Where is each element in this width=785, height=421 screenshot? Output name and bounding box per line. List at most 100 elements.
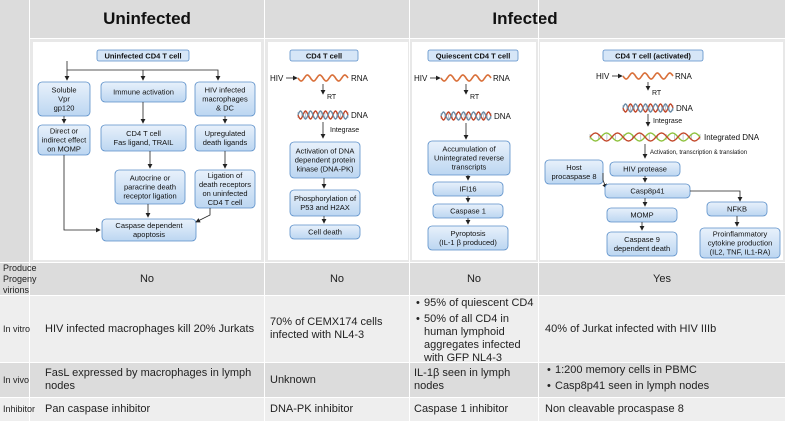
panel1-title: Uninfected CD4 T cell	[96, 49, 190, 62]
panel2-title: CD4 T cell	[289, 49, 359, 62]
direct-effect-box-text: Direct or	[50, 127, 79, 136]
divider	[264, 0, 265, 421]
unintegrated-box-text: Accumulation of	[442, 145, 496, 154]
casp8p41-box: Casp8p41	[604, 183, 691, 199]
dna-pk-box-text: Activation of DNA	[296, 147, 355, 156]
dna-label: DNA	[676, 104, 694, 113]
header-uninfected-text: Uninfected	[103, 9, 191, 28]
autocrine-box-text: receptor ligation	[123, 192, 176, 201]
bullet: Casp8p41 seen in lymph nodes	[547, 380, 781, 393]
hiv-macrophages-box-text: macrophages	[202, 95, 248, 104]
rna-label: RNA	[351, 74, 369, 83]
rna-strand	[440, 74, 492, 82]
cell-death-box: Cell death	[289, 224, 361, 240]
upregulated-box-text: Upregulated	[205, 129, 246, 138]
ligation-box-text: CD4 T cell	[208, 198, 243, 207]
pyroptosis-box: Pyroptosis(IL-1 β produced)	[427, 225, 509, 251]
momp-box-text: MOMP	[630, 211, 653, 220]
autocrine-box-text: paracrine death	[124, 183, 176, 192]
panel4-title-text: CD4 T cell (activated)	[615, 52, 691, 61]
bullet: 95% of quiescent CD4	[416, 297, 538, 310]
arrow	[690, 190, 743, 202]
invitro-cd4: 70% of CEMX174 cells infected with NL4-3	[270, 316, 383, 341]
integrated-dna-icon	[589, 132, 701, 142]
invitro-uninfected: HIV infected macrophages kill 20% Jurkat…	[45, 322, 255, 335]
rna-label: RNA	[493, 74, 511, 83]
ligation-box-text: on uninfected	[202, 189, 247, 198]
invitro-activated: 40% of Jurkat infected with HIV IIIb	[545, 322, 717, 335]
ligation-box-text: Ligation of	[208, 171, 244, 180]
soluble-vpr-box-text: Vpr	[58, 95, 70, 104]
bullet: 1:200 memory cells in PBMC	[547, 364, 781, 377]
rt-label: RT	[327, 94, 337, 101]
hiv-protease-box: HIV protease	[609, 161, 681, 177]
hiv-macrophages-box-text: HIV infected	[205, 86, 246, 95]
progeny-uninfected: No	[139, 272, 155, 285]
invivo-cd4: Unknown	[270, 373, 316, 386]
invitro-quiescent: 95% of quiescent CD4 50% of all CD4 in hu…	[414, 297, 538, 364]
invivo-activated: 1:200 memory cells in PBMC Casp8p41 seen …	[545, 364, 781, 397]
immune-activation-box-text: Immune activation	[113, 88, 174, 97]
arrow	[195, 208, 211, 223]
invivo-quiescent: IL-1β seen in lymph nodes	[414, 367, 511, 392]
arrow	[602, 173, 607, 189]
dna-pk-box-text: kinase (DNA-PK)	[296, 165, 354, 174]
header-infected: Infected	[265, 0, 785, 38]
autocrine-box-text: Autocrine or	[130, 174, 171, 183]
rna-label: RNA	[675, 72, 693, 81]
hiv-label: HIV	[414, 74, 428, 83]
direct-effect-box-text: on MOMP	[47, 145, 81, 154]
hiv-label: HIV	[270, 74, 284, 83]
divider	[538, 0, 539, 421]
pyroptosis-box-text: Pyroptosis	[450, 229, 485, 238]
integrase-label: Integrase	[653, 118, 682, 125]
fas-ligand-box-text: Fas ligand, TRAIL	[114, 138, 174, 147]
nfkb-box: NFKB	[706, 201, 768, 217]
proinflammatory-box-text: Proinflammatory	[713, 230, 768, 239]
panel3-title: Quiescent CD4 T cell	[427, 49, 519, 62]
upregulated-box-text: death ligands	[203, 138, 248, 147]
row-label-inhibitor: Inhibitor	[3, 404, 36, 414]
proinflammatory-box-text: cytokine production	[708, 239, 773, 248]
panel3-title-text: Quiescent CD4 T cell	[436, 52, 511, 61]
integrated-dna-label: Integrated DNA	[704, 133, 760, 142]
ifi16-box-text: IFI16	[459, 185, 476, 194]
pyroptosis-box-text: (IL-1 β produced)	[439, 238, 497, 247]
panel4-title: CD4 T cell (activated)	[602, 49, 704, 62]
unintegrated-box-text: Unintegrated reverse	[434, 154, 504, 163]
soluble-vpr-box-text: Soluble	[51, 86, 76, 95]
ligation-box-text: death receptors	[199, 180, 251, 189]
divider	[29, 0, 30, 421]
arrow	[63, 155, 101, 233]
hiv-label: HIV	[596, 72, 610, 81]
caspase-apoptosis-box-text: apoptosis	[133, 230, 165, 239]
host-procaspase-box-text: procaspase 8	[551, 172, 596, 181]
unintegrated-box-text: transcripts	[452, 163, 487, 172]
casp8p41-box-text: Casp8p41	[630, 187, 664, 196]
inhibitor-activated: Non cleavable procaspase 8	[545, 403, 684, 415]
hiv-macrophages-box-text: & DC	[216, 104, 235, 113]
invivo-uninfected: FasL expressed by macrophages in lymph n…	[45, 367, 252, 392]
divider	[409, 0, 410, 421]
bullet: 50% of all CD4 in human lymphoid aggrega…	[416, 313, 538, 365]
caspase1-box: Caspase 1	[432, 203, 504, 219]
header-uninfected: Uninfected	[30, 0, 264, 38]
row-label-invitro: In vitro	[3, 323, 31, 334]
proinflammatory-box-text: (IL2, TNF, IL1-RA)	[710, 248, 771, 257]
integrase-label: Integrase	[330, 127, 359, 134]
table-row-progeny	[0, 263, 785, 295]
